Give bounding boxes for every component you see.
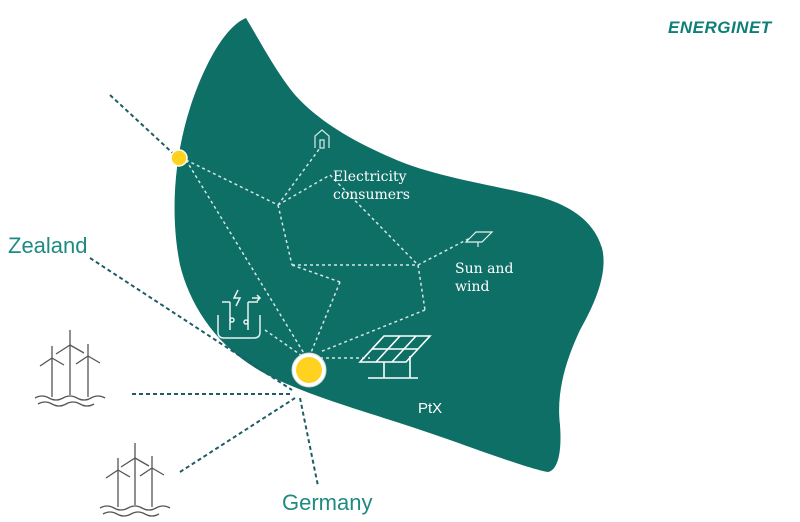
label-consumers-line1: Electricity: [333, 169, 407, 185]
cable-north: [109, 94, 179, 159]
label-zealand: Zealand: [8, 233, 88, 258]
island-network: [185, 147, 471, 359]
label-germany: Germany: [282, 490, 373, 515]
cable-germany: [299, 397, 319, 487]
wind-farm-icon: [34, 330, 106, 407]
energy-island-shape: [174, 18, 604, 472]
energinet-logo: ENERGINET: [668, 18, 772, 37]
label-sun-wind-line1: Sun and: [455, 261, 514, 277]
label-ptx: PtX: [418, 400, 443, 417]
external-cables: [89, 94, 319, 487]
label-sun-and-wind: Sun and wind: [455, 260, 513, 296]
label-electricity-consumers: Electricity consumers: [333, 168, 410, 204]
label-consumers-line2: consumers: [333, 187, 410, 203]
small-solar-icon: [464, 231, 494, 247]
cable-wind-farm-2: [179, 397, 296, 473]
connection-point-icon: [170, 149, 327, 388]
solar-panel-icon: [358, 335, 432, 379]
electrolyzer-icon: [217, 289, 262, 339]
connector-main: [296, 357, 322, 383]
cable-zealand: [89, 257, 293, 391]
label-sun-wind-line2: wind: [455, 279, 490, 295]
consumer-house-icon: [314, 129, 330, 149]
connector-north: [170, 149, 188, 167]
wind-farm-icon-2: [99, 443, 171, 517]
